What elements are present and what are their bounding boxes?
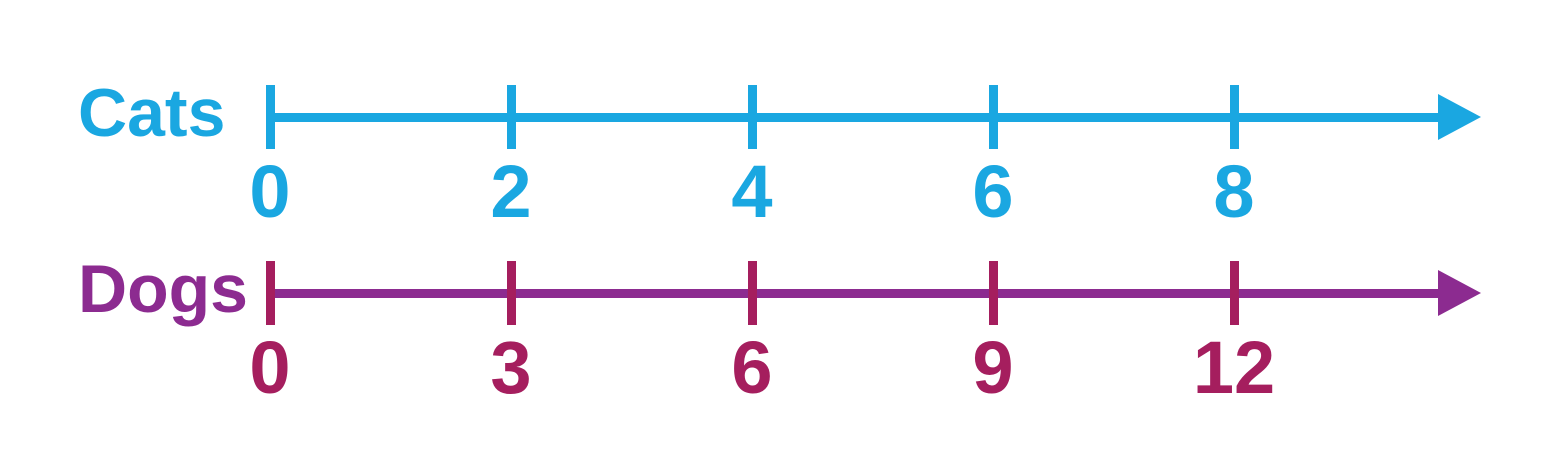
tick-label: 2 <box>490 150 532 233</box>
tick-mark <box>748 261 757 325</box>
tick-label: 4 <box>731 150 773 233</box>
tick-mark <box>1230 85 1239 149</box>
tick-mark <box>507 261 516 325</box>
tick-mark <box>989 261 998 325</box>
number-line-label-cats: Cats <box>78 75 226 151</box>
tick-label: 12 <box>1192 326 1276 409</box>
tick-label: 6 <box>972 150 1014 233</box>
tick-mark <box>989 85 998 149</box>
number-line-track-dogs <box>266 289 1440 298</box>
tick-mark <box>507 85 516 149</box>
tick-mark <box>748 85 757 149</box>
tick-label: 0 <box>249 326 291 409</box>
tick-label: 8 <box>1213 150 1255 233</box>
number-line-track-cats <box>266 113 1440 122</box>
tick-mark <box>1230 261 1239 325</box>
arrow-right-icon <box>1438 94 1481 140</box>
arrow-right-icon <box>1438 270 1481 316</box>
number-line-label-dogs: Dogs <box>78 251 248 327</box>
tick-label: 9 <box>972 326 1014 409</box>
tick-label: 3 <box>490 326 532 409</box>
tick-mark <box>266 261 275 325</box>
tick-label: 0 <box>249 150 291 233</box>
tick-mark <box>266 85 275 149</box>
tick-label: 6 <box>731 326 773 409</box>
